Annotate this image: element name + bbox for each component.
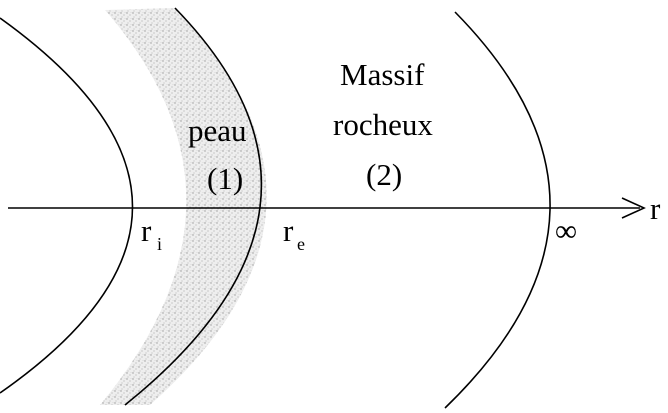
outer-radius-label: r (283, 213, 294, 248)
skin-label: peau (188, 113, 247, 148)
inner-radius-label: r (141, 213, 152, 248)
rock-mass-label-line2: rocheux (333, 107, 433, 142)
inner-radius-subscript: i (157, 234, 162, 254)
outer-radius-subscript: e (297, 234, 305, 254)
infinity-symbol: ∞ (555, 213, 577, 248)
far-field-arc (444, 11, 551, 409)
skin-zone-shading (100, 8, 267, 405)
inner-boundary-arc (0, 17, 134, 394)
rock-mass-label-line1: Massif (340, 57, 425, 92)
rock-mass-index: (2) (366, 157, 402, 192)
axis-label: r (650, 191, 661, 226)
axis-arrowhead-icon (621, 197, 646, 219)
skin-index: (1) (207, 161, 243, 196)
